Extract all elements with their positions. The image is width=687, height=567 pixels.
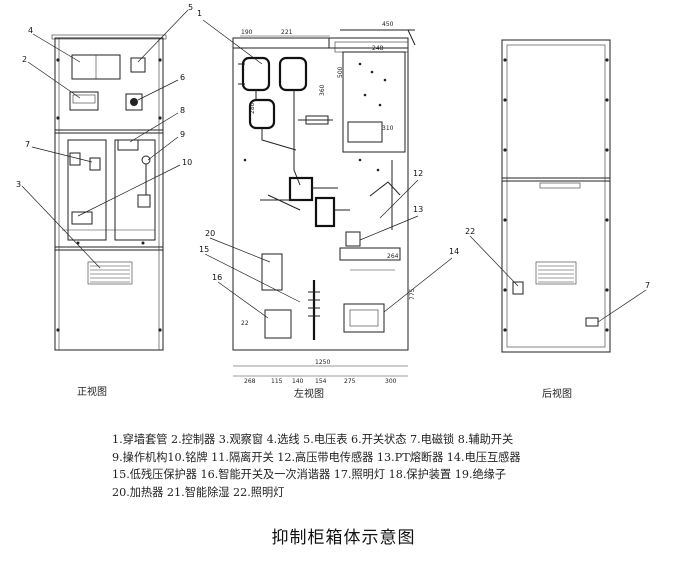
dim-22: 22 [241, 320, 249, 327]
callout-4: 4 [28, 26, 33, 35]
dim-154: 154 [315, 378, 327, 385]
voltmeter [130, 57, 146, 73]
dim-275: 275 [344, 378, 356, 385]
dim-775: 775 [409, 288, 416, 300]
diagram-title: 抑制柜箱体示意图 [271, 528, 416, 548]
callout-8: 8 [180, 106, 185, 115]
callout-7-rear: 7 [645, 281, 650, 290]
rear-view-label: 后视图 [542, 387, 572, 400]
dim-300: 300 [385, 378, 397, 385]
rear-nameplate [539, 182, 581, 189]
smart-dehumidifier [261, 253, 283, 291]
callout-5: 5 [188, 3, 193, 12]
legend-line-4: 20.加热器 21.智能除湿 22.照明灯 [112, 485, 285, 499]
smart-switch [264, 309, 292, 339]
dim-1250: 1250 [315, 359, 330, 366]
dim-500: 500 [337, 66, 344, 78]
callout-3: 3 [16, 180, 21, 189]
component-legend: 1.穿墙套管 2.控制器 3.观察窗 4.选线 5.电压表 6.开关状态 7.电… [112, 431, 672, 501]
front-vent-grille [87, 261, 133, 285]
callout-6: 6 [180, 73, 185, 82]
callout-14: 14 [449, 247, 459, 256]
legend-line-2: 9.操作机构10.铭牌 11.隔离开关 12.高压带电传感器 13.PT熔断器 … [112, 450, 521, 464]
rear-cabinet-outline [501, 39, 611, 353]
front-cabinet-top [51, 34, 167, 40]
callout-10: 10 [182, 158, 192, 167]
controller [69, 91, 99, 111]
callout-16: 16 [212, 273, 222, 282]
callout-13: 13 [413, 205, 423, 214]
front-middle-door-panel [67, 139, 107, 241]
side-cabinet-outline [232, 37, 409, 351]
left-view: 190 221 450 248 310 500 360 280 22 264 7… [197, 9, 459, 400]
lighting-lamp [512, 281, 524, 295]
insulator [308, 280, 320, 340]
dim-450: 450 [382, 21, 394, 28]
electromagnetic-lock-rear [585, 317, 599, 327]
left-view-label: 左视图 [294, 387, 324, 400]
callout-21: 20 [205, 229, 215, 238]
dim-221: 221 [281, 29, 293, 36]
dim-115: 115 [271, 378, 283, 385]
front-cabinet-outline [54, 37, 164, 351]
front-view-label: 正视图 [77, 385, 107, 398]
dim-268: 268 [244, 378, 256, 385]
dim-264: 264 [387, 253, 399, 260]
callout-9: 9 [180, 130, 185, 139]
rear-vent-grille [535, 261, 577, 285]
callout-2: 2 [22, 55, 27, 64]
wall-bushing [241, 56, 271, 92]
high-voltage-sensor [314, 196, 336, 228]
protection-device-panel [342, 51, 406, 153]
electromagnetic-lock [89, 157, 101, 171]
voltage-transformer [343, 303, 385, 333]
callout-15: 15 [199, 245, 209, 254]
auxiliary-switch [117, 139, 139, 151]
front-view: 4 2 7 3 5 6 8 9 10 正视图 [16, 3, 193, 398]
legend-line-1: 1.穿墙套管 2.控制器 3.观察窗 4.选线 5.电压表 6.开关状态 7.电… [112, 433, 514, 446]
dim-140: 140 [292, 378, 304, 385]
callout-1: 1 [197, 9, 202, 18]
legend-line-3: 15.低残压保护器 16.智能开关及一次消谐器 17.照明灯 18.保护装置 1… [112, 468, 507, 481]
callout-7-front: 7 [25, 140, 30, 149]
dim-280: 280 [249, 102, 256, 114]
isolating-switch [288, 176, 314, 202]
pt-fuse [345, 231, 361, 247]
dim-248: 248 [372, 45, 384, 52]
dim-310: 310 [382, 125, 394, 132]
dim-360: 360 [319, 84, 326, 96]
callout-12: 12 [413, 169, 423, 178]
switch-status-indicator [125, 93, 143, 111]
dim-190: 190 [241, 29, 253, 36]
callout-22: 22 [465, 227, 475, 236]
rear-view: 22 7 后视图 [465, 39, 650, 400]
nameplate [71, 211, 93, 225]
operating-mechanism [141, 155, 151, 165]
